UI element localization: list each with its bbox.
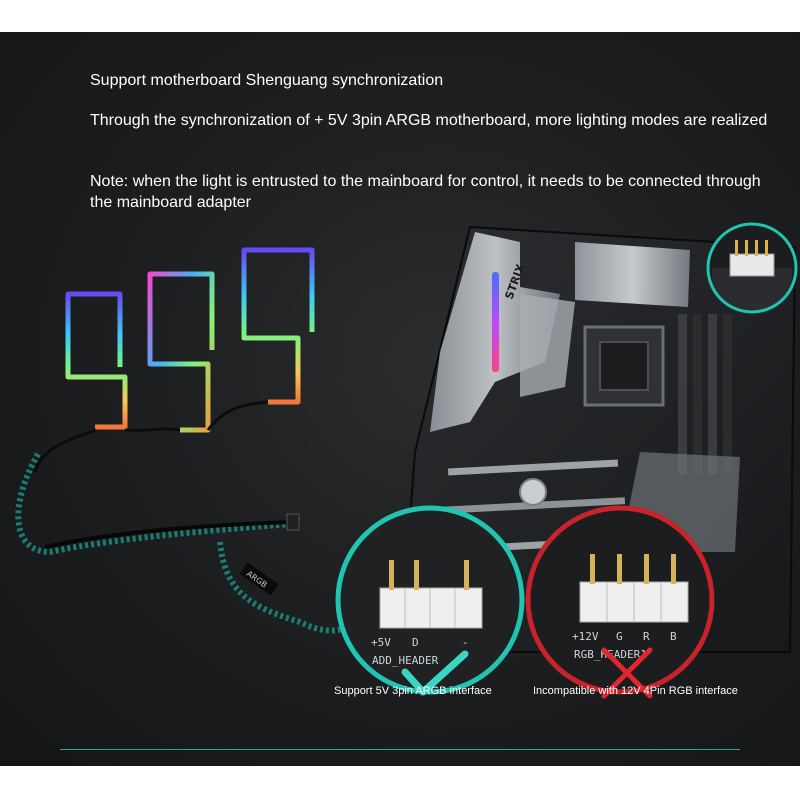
argb-header-block [379, 587, 483, 629]
incompatible-caption: Incompatible with 12V 4Pin RGB interface [533, 685, 738, 697]
led-strips [33, 247, 315, 473]
cable-connector [286, 513, 300, 531]
rgb-led-bar [492, 272, 499, 372]
vrm-block [575, 242, 690, 307]
illustration: ARGB STRIX [15, 222, 798, 699]
cmos-battery [519, 478, 547, 506]
led-strip-2 [147, 271, 215, 433]
dark-panel: Support motherboard Shenguang synchroniz… [0, 32, 800, 766]
ram-slots [678, 314, 732, 474]
cable-tag [240, 563, 278, 595]
pin-label-g: G [616, 630, 623, 643]
heatsink-lower [520, 294, 575, 397]
incompatible-callout: +12V G R B RGB_HEADER1 [525, 505, 715, 699]
cpu-socket [583, 325, 665, 407]
led-strip-1 [65, 291, 128, 430]
description-text: Through the synchronization of + 5V 3pin… [90, 112, 768, 129]
strip-wire [33, 400, 269, 473]
pin-label-b: B [670, 630, 677, 643]
led-strip-3 [241, 247, 315, 405]
check-mark-icon [401, 650, 469, 696]
heading-text: Support motherboard Shenguang synchroniz… [90, 72, 444, 89]
pin-label-4: - [462, 636, 469, 649]
braided-cable: ARGB [15, 452, 347, 634]
note-text: Note: when the light is entrusted to the… [90, 173, 761, 211]
header-zoom-lens [706, 222, 798, 314]
pin-label-1: +5V [371, 636, 391, 649]
cross-mark-icon [601, 647, 653, 699]
supported-callout: +5V D - ADD_HEADER [335, 505, 525, 696]
bottom-divider [60, 749, 740, 750]
header-label-add: ADD_HEADER [372, 654, 439, 667]
pin-label-2: D [412, 636, 419, 649]
pin-label-12v: +12V [572, 630, 599, 643]
supported-caption: Support 5V 3pin ARGB interface [334, 685, 492, 697]
pin-label-r: R [643, 630, 650, 643]
